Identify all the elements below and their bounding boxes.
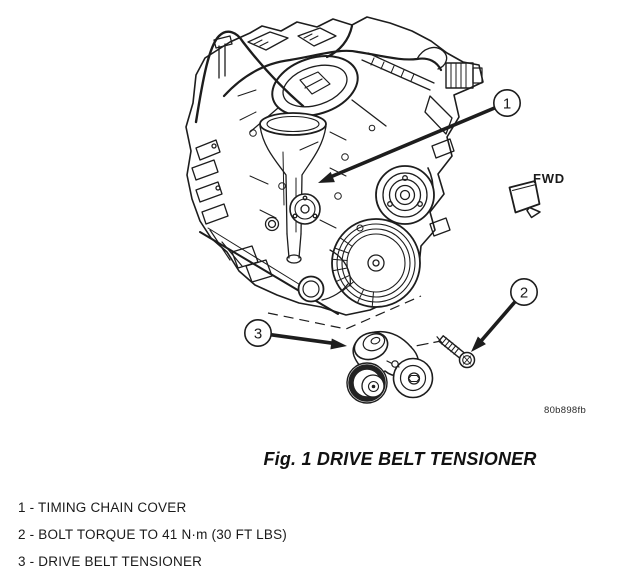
tensioner-pulley <box>392 357 434 399</box>
callout-1-arrowhead <box>318 171 335 183</box>
exhaust-manifold-detail <box>191 139 273 283</box>
legend: 1 - TIMING CHAIN COVER 2 - BOLT TORQUE T… <box>18 500 287 581</box>
figure-caption: Fig. 1 DRIVE BELT TENSIONER <box>263 449 537 469</box>
callout-2-leader <box>480 300 517 342</box>
drawing-code: 80b898fb <box>544 405 587 416</box>
engine-line-art <box>185 16 484 316</box>
fwd-label: FWD <box>533 171 565 186</box>
tensioner-assembly <box>346 330 434 404</box>
callout-3-number: 3 <box>254 325 262 342</box>
legend-item-3: 3 - DRIVE BELT TENSIONER <box>18 554 203 569</box>
callout-3-circle <box>244 318 273 347</box>
mounting-bolt <box>436 335 476 369</box>
fwd-arrow-icon <box>508 180 541 219</box>
legend-item-1: 1 - TIMING CHAIN COVER <box>18 500 187 515</box>
ac-clutch-pulley <box>375 165 435 225</box>
callout-1: 1 <box>318 89 521 183</box>
callout-2-circle <box>509 277 538 306</box>
callout-1-circle <box>492 89 521 118</box>
callout-2-number: 2 <box>520 284 528 301</box>
callout-3-leader <box>271 333 333 345</box>
callout-2-arrowhead <box>471 336 486 352</box>
oil-funnel <box>259 112 327 264</box>
callout-2: 2 <box>471 277 538 352</box>
callout-1-number: 1 <box>503 95 511 112</box>
timing-cover-hub <box>289 193 321 225</box>
callout-3-arrowhead <box>330 338 347 350</box>
ribbed-pulley <box>346 362 388 404</box>
callout-3: 3 <box>244 318 347 350</box>
crank-pulley <box>331 218 421 308</box>
idler-pulley <box>353 331 389 361</box>
callout-1-leader <box>330 106 496 179</box>
legend-item-2: 2 - BOLT TORQUE TO 41 N·m (30 FT LBS) <box>18 527 287 542</box>
